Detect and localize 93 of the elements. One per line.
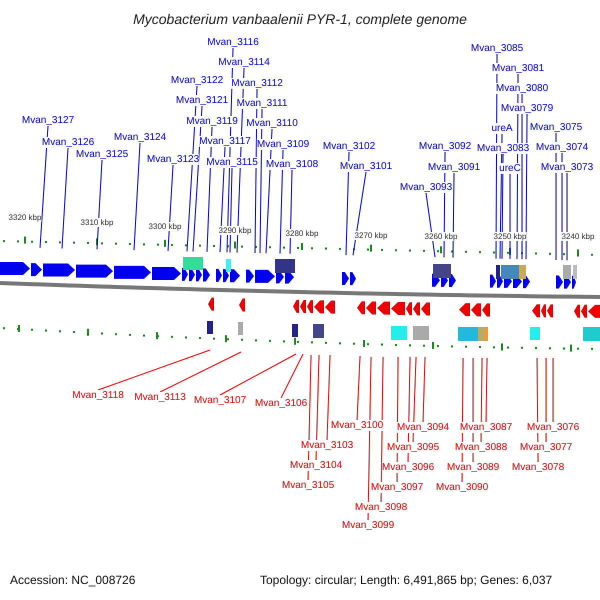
leader-line [230, 168, 232, 253]
gene-label: Mvan_3096 [382, 462, 434, 473]
leader-line [316, 354, 320, 460]
gene-label: Mvan_3088 [454, 442, 508, 453]
gene-label: Mvan_3107 [194, 395, 246, 406]
gene-label: Mvan_3080 [496, 83, 548, 94]
gene-label: Mvan_3121 [176, 95, 228, 106]
gene-label: Mvan_3117 [199, 136, 251, 147]
gene-label: Mvan_3079 [500, 103, 554, 114]
gene-label: ureA [491, 123, 513, 134]
gene-label: Mvan_3093 [400, 182, 452, 193]
gene-label: Mvan_3111 [236, 98, 288, 109]
gene-label: Mvan_3081 [492, 63, 544, 74]
leader-line [486, 358, 488, 422]
leader-line [280, 150, 284, 254]
gene-label: Mvan_3126 [42, 137, 94, 148]
leader-line [452, 172, 454, 258]
leader-line [426, 192, 436, 258]
gene-label: Mvan_3103 [300, 440, 354, 451]
scale-label: 3280 kbp [286, 229, 318, 238]
leader-line [346, 152, 350, 256]
gene-label: Mvan_3087 [460, 422, 512, 433]
gene-label: Mvan_3073 [540, 162, 594, 173]
gene-label: Mvan_3113 [134, 392, 186, 403]
gene-label: Mvan_3109 [256, 139, 310, 150]
leader-line [326, 354, 330, 440]
gene-label: Mvan_3094 [396, 422, 450, 433]
accession-text: Accession: NC_008726 [10, 575, 136, 586]
leader-line [290, 170, 292, 254]
leader-line [552, 358, 554, 422]
leader-line [168, 164, 174, 252]
gene-label: Mvan_3106 [254, 398, 308, 409]
leader-line [98, 350, 210, 390]
gene-label: Mvan_3085 [470, 43, 524, 54]
gene-label: Mvan_3090 [436, 482, 488, 493]
scale-label: 3300 kbp [148, 222, 182, 231]
gene-label: Mvan_3105 [282, 480, 334, 491]
gene-label: Mvan_3078 [512, 462, 564, 473]
gene-label: Mvan_3099 [342, 520, 394, 531]
leader-line [412, 356, 416, 442]
gene-label: Mvan_3115 [206, 157, 258, 168]
leader-line [356, 356, 360, 420]
gene-label: Mvan_3122 [170, 75, 224, 86]
gene-label: Mvan_3112 [231, 78, 283, 89]
gene-label: Mvan_3101 [340, 161, 392, 172]
gene-label: Mvan_3116 [207, 37, 259, 48]
gene-label: Mvan_3091 [428, 162, 480, 173]
leader-line [526, 114, 528, 260]
scale-label: 3260 kbp [424, 232, 458, 241]
gene-label: Mvan_3102 [322, 141, 376, 152]
scale-label: 3290 kbp [218, 226, 252, 235]
gene-label: Mvan_3127 [22, 115, 74, 126]
diagram-title: Mycobacterium vanbaalenii PYR-1, complete genome [132, 10, 468, 28]
gene-label: Mvan_3097 [370, 482, 424, 493]
gene-label: Mvan_3076 [526, 422, 580, 433]
leader-line [220, 354, 296, 396]
gene-label: Mvan_3108 [266, 159, 318, 170]
gene-label: Mvan_3123 [146, 154, 200, 165]
leader-line [40, 126, 48, 248]
gene-label: Mvan_3100 [330, 420, 384, 431]
leader-line [352, 172, 366, 256]
genome-info-text: Topology: circular; Length: 6,491,865 bp; Genes: 6,037 [260, 575, 552, 586]
scale-label: 3250 kbp [494, 232, 526, 241]
gene-label: Mvan_3089 [446, 462, 500, 473]
gene-label: Mvan_3077 [520, 442, 572, 453]
gene-label: Mvan_3110 [246, 118, 298, 129]
leader-line [280, 354, 304, 398]
gene-label: Mvan_3074 [536, 142, 588, 153]
leader-line [160, 352, 242, 392]
leader-line [62, 148, 68, 249]
leader-line [96, 160, 102, 250]
leader-line [480, 358, 482, 442]
leader-line [134, 142, 140, 251]
gene-label: Mvan_3095 [386, 442, 440, 453]
scale-label: 3310 kbp [80, 218, 114, 227]
leader-line [566, 172, 568, 261]
scale-label: 3270 kbp [354, 231, 388, 240]
leader-line [422, 356, 426, 422]
gene-label: Mvan_3114 [218, 57, 270, 68]
gene-label: Mvan_3092 [418, 141, 472, 152]
leader-line [368, 356, 372, 520]
gene-label: Mvan_3118 [72, 390, 124, 401]
gene-label: Mvan_3075 [530, 122, 582, 133]
gene-label: Mvan_3124 [114, 132, 166, 143]
gene-label: Mvan_3083 [476, 143, 530, 154]
gene-label: Mvan_3098 [354, 502, 408, 513]
gene-label: ureC [499, 163, 521, 174]
gene-label: Mvan_3104 [290, 460, 342, 471]
gene-label: Mvan_3125 [76, 149, 128, 160]
scale-label: 3320 kbp [8, 213, 42, 222]
gene-label: Mvan_3119 [186, 116, 238, 127]
scale-label: 3240 kbp [562, 232, 594, 241]
leader-line [502, 154, 504, 260]
